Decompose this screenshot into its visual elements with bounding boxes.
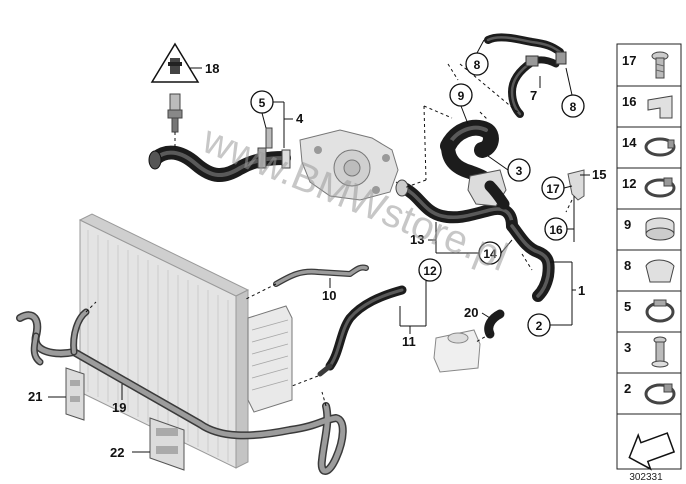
callout-12: 12	[423, 264, 437, 278]
expansion-tank	[433, 309, 505, 373]
leader-lines	[48, 39, 590, 453]
callout-1: 1	[578, 283, 585, 298]
callout-9: 9	[458, 89, 465, 103]
oil-cooler	[247, 305, 293, 413]
bracket-21	[65, 367, 85, 421]
hose-clamp-icon	[644, 137, 676, 157]
hose-11	[291, 285, 407, 387]
hose-4	[148, 127, 291, 182]
radiator	[78, 213, 250, 469]
callout-3: 3	[516, 164, 523, 178]
clip-icon	[647, 95, 673, 119]
callout-8-right: 8	[570, 100, 577, 114]
callout-19: 19	[112, 400, 126, 415]
sidebar-number-8: 8	[624, 258, 631, 273]
callout-7: 7	[530, 88, 537, 103]
hose-7	[484, 33, 567, 118]
bracket-15	[565, 169, 585, 213]
hose-clamp-icon	[644, 383, 676, 405]
callout-5: 5	[259, 96, 266, 110]
screw-icon	[651, 51, 669, 79]
bracket-22	[149, 417, 185, 471]
hose-1	[506, 220, 555, 302]
callout-22: 22	[110, 445, 124, 460]
sidebar-number-5: 5	[624, 299, 631, 314]
thermostat-housing	[440, 119, 510, 210]
warning-triangle-icon	[150, 42, 200, 83]
hose-clamp-icon	[645, 299, 675, 323]
ring-icon	[645, 217, 675, 241]
sidebar-number-17: 17	[622, 53, 636, 68]
clip-icon	[645, 259, 675, 283]
callout-8-top: 8	[474, 58, 481, 72]
callout-17: 17	[546, 182, 560, 196]
hose-13	[395, 179, 518, 232]
callout-20: 20	[464, 305, 478, 320]
sidebar-number-9: 9	[624, 217, 631, 232]
hose-10	[243, 264, 369, 301]
water-pump	[299, 129, 407, 201]
diagram-code: 302331	[629, 472, 663, 483]
callout-21: 21	[28, 389, 42, 404]
sidebar-number-3: 3	[624, 340, 631, 355]
sidebar-number-14: 14	[622, 135, 637, 150]
parts-sidebar: 17 16 14 12 9 8 5 3 2	[616, 43, 682, 471]
hose-clamp-icon	[644, 177, 676, 198]
temperature-sensor	[167, 93, 183, 148]
callout-15: 15	[592, 167, 606, 182]
callout-10: 10	[322, 288, 336, 303]
callout-11: 11	[402, 334, 416, 349]
callout-14: 14	[483, 247, 497, 261]
callout-16: 16	[549, 223, 563, 237]
sidebar-number-16: 16	[622, 94, 636, 109]
coolant-pipe-19	[16, 301, 347, 475]
callout-4: 4	[296, 111, 304, 126]
sidebar-number-2: 2	[624, 381, 631, 396]
callout-13: 13	[410, 232, 424, 247]
callout-2: 2	[536, 319, 543, 333]
sidebar-number-12: 12	[622, 176, 636, 191]
screw-icon	[651, 336, 669, 368]
direction-arrow-icon	[628, 432, 676, 471]
callout-18: 18	[205, 61, 219, 76]
